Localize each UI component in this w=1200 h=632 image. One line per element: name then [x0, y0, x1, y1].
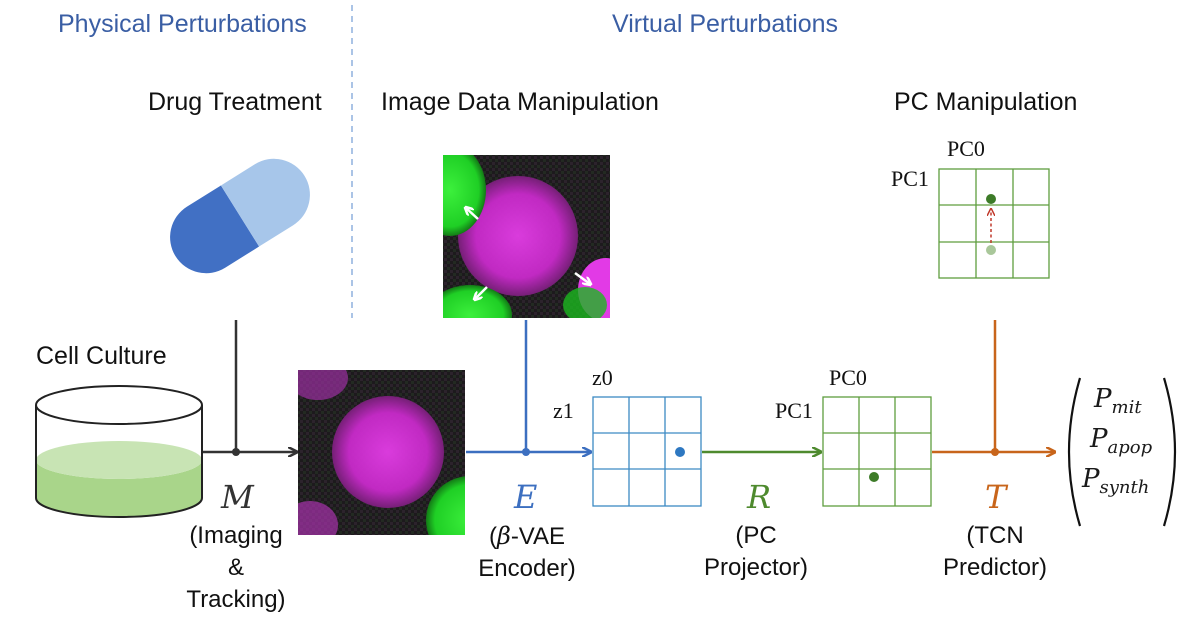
culture-dish-icon: [35, 385, 203, 518]
projector-desc-line2: Projector): [703, 554, 809, 581]
image-manipulation-heading: Image Data Manipulation: [381, 88, 659, 116]
drug-treatment-heading: Drug Treatment: [148, 88, 322, 116]
encoder-desc-line1: (β-VAE: [467, 520, 587, 553]
pc-point: [869, 472, 879, 482]
encoder-desc-paren: (: [488, 523, 497, 550]
latent-grid: [592, 396, 702, 507]
predictor-description: (TCN Predictor): [935, 520, 1055, 584]
cell-culture-heading: Cell Culture: [36, 342, 167, 370]
encoder-description: (β-VAE Encoder): [467, 520, 587, 585]
encoder-desc-line2: Encoder): [478, 555, 576, 582]
p-synth-base: P: [1082, 464, 1100, 494]
cell-image-original: [298, 370, 465, 535]
encoder-symbol: E: [514, 478, 538, 516]
p-apop-sub: apop: [1107, 437, 1153, 459]
pc-point-shifted: [986, 194, 996, 204]
pc-point-original: [986, 245, 996, 255]
pcm-x-axis-label: PC0: [947, 136, 985, 161]
predictor-symbol: T: [985, 478, 1007, 516]
p-apop-base: P: [1090, 424, 1108, 454]
imaging-desc-line2: &: [227, 554, 244, 581]
latent-x-axis-label: z0: [592, 365, 613, 390]
projector-desc-line1: (PC: [735, 522, 777, 549]
p-synth-sub: synth: [1099, 477, 1150, 499]
output-p-mit: Pmit: [1094, 384, 1142, 418]
predictor-desc-line1: (TCN: [966, 522, 1024, 549]
pill-icon: [170, 158, 310, 274]
left-paren: [1067, 377, 1082, 527]
output-p-synth: Psynth: [1082, 464, 1149, 498]
latent-point: [675, 447, 685, 457]
imaging-desc-line1: (Imaging: [189, 522, 283, 549]
pc-manipulation-heading: PC Manipulation: [894, 88, 1078, 116]
pc-grid: [822, 396, 932, 507]
physical-perturbations-title: Physical Perturbations: [58, 10, 307, 38]
imaging-desc-line3: Tracking): [186, 586, 286, 613]
encoder-desc-rest: -VAE: [510, 523, 566, 550]
pc-manipulation-grid: [938, 168, 1050, 279]
virtual-perturbations-title: Virtual Perturbations: [612, 10, 839, 38]
imaging-description: (Imaging & Tracking): [176, 520, 296, 616]
right-paren: [1162, 377, 1177, 527]
p-mit-base: P: [1094, 384, 1112, 414]
p-mit-sub: mit: [1111, 397, 1142, 419]
pc-x-axis-label: PC0: [829, 365, 867, 390]
predictor-desc-line2: Predictor): [942, 554, 1048, 581]
imaging-symbol: M: [221, 478, 254, 516]
latent-y-axis-label: z1: [553, 398, 574, 423]
output-p-apop: Papop: [1090, 424, 1152, 458]
pcm-y-axis-label: PC1: [891, 166, 929, 191]
cell-image-manipulated: [443, 155, 610, 318]
encoder-desc-beta: β: [496, 522, 511, 550]
projector-description: (PC Projector): [696, 520, 816, 584]
projector-symbol: R: [747, 478, 772, 516]
pc-y-axis-label: PC1: [775, 398, 813, 423]
